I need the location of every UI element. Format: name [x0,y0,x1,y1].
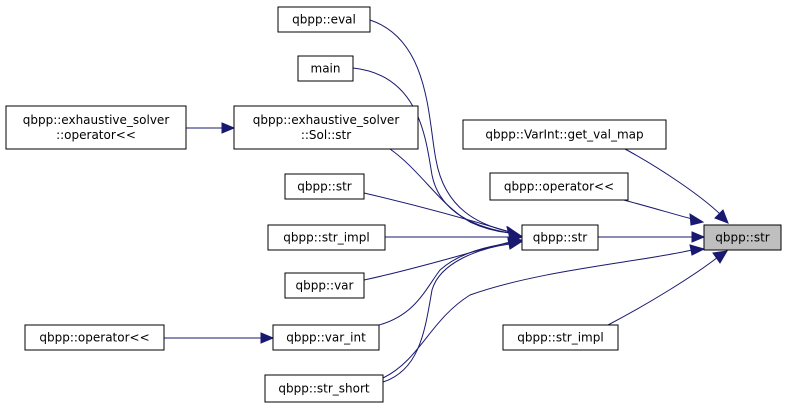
arrowhead-icon [221,122,236,134]
node-box [24,324,165,351]
edge-line [363,192,511,233]
node-label: qbpp::str_impl [283,231,369,245]
node-label: ::Sol::str [301,128,351,142]
node-box [703,224,782,251]
node-str-mid[interactable]: qbpp::str [521,224,599,251]
node-exh-sol-str[interactable]: qbpp::exhaustive_solver::Sol::str [233,105,419,150]
arrowhead-icon [714,209,729,224]
node-box [502,324,619,351]
node-box [284,272,365,299]
node-eval[interactable]: qbpp::eval [277,6,371,33]
node-box [489,172,629,201]
node-label: qbpp::var [296,279,354,293]
node-main[interactable]: main [297,55,354,82]
arrowhead-icon [689,244,706,256]
edge-line [382,243,511,383]
edge-str_short-to-focus [382,244,706,379]
node-box [284,173,365,200]
edge-line [624,148,721,215]
edge-op_right-to-focus [619,198,705,226]
node-box [272,324,380,351]
node-box [264,374,384,403]
edge-str_impl_right-to-focus [607,250,728,326]
edge-line [382,249,693,379]
arrowhead-icon [260,332,275,344]
node-box [233,105,419,150]
node-label: main [311,62,341,76]
edge-line [369,19,511,233]
node-label: qbpp::eval [292,13,356,27]
arrowhead-icon [689,213,705,226]
node-label: qbpp::str_short [278,382,370,396]
arrowhead-icon [691,231,706,243]
node-label: qbpp::operator<< [504,180,614,194]
edge-var_int-to-str_mid [378,237,523,326]
node-label: qbpp::var_int [286,331,366,345]
node-label: qbpp::str [715,231,770,245]
edge-line [378,242,511,326]
node-label: qbpp::exhaustive_solver [253,113,400,127]
edge-exh_op-to-exh_sol_str [186,122,236,134]
edge-get_val_map-to-focus [624,148,729,224]
node-box [297,55,354,82]
node-label: ::operator<< [56,128,136,142]
edge-line [619,198,693,220]
node-get-val-map[interactable]: qbpp::VarInt::get_val_map [462,119,667,150]
node-str-impl-right[interactable]: qbpp::str_impl [502,324,619,351]
node-label: qbpp::str [533,231,588,245]
node-focus[interactable]: qbpp::str [703,224,782,251]
node-op-right[interactable]: qbpp::operator<< [489,172,629,201]
arrowhead-icon [507,238,523,250]
edge-line [607,256,719,326]
node-str-short[interactable]: qbpp::str_short [264,374,384,403]
node-box [462,119,667,150]
node-box [521,224,599,251]
edge-str_short-to-str_mid [382,238,523,383]
edge-main-to-str_mid [352,67,523,240]
node-label: qbpp::exhaustive_solver [23,113,170,127]
node-label: qbpp::str [297,180,352,194]
edge-var-to-str_mid [363,236,523,281]
node-label: qbpp::operator<< [39,331,149,345]
node-box [267,224,386,251]
edge-str_mid-to-focus [598,231,706,243]
node-var-int[interactable]: qbpp::var_int [272,324,380,351]
node-str-impl-left[interactable]: qbpp::str_impl [267,224,386,251]
node-box [277,6,371,33]
node-label: qbpp::str_impl [517,331,603,345]
node-box [5,105,187,150]
node-label: qbpp::VarInt::get_val_map [485,128,643,142]
edge-line [352,67,511,234]
node-var[interactable]: qbpp::var [284,272,365,299]
node-exh-op[interactable]: qbpp::exhaustive_solver::operator<< [5,105,187,150]
node-str-left[interactable]: qbpp::str [284,173,365,200]
arrowhead-icon [712,250,728,264]
edge-str_impl_left-to-str_mid [385,231,524,243]
node-op-left[interactable]: qbpp::operator<< [24,324,165,351]
edge-op_left-to-var_int [164,332,275,344]
